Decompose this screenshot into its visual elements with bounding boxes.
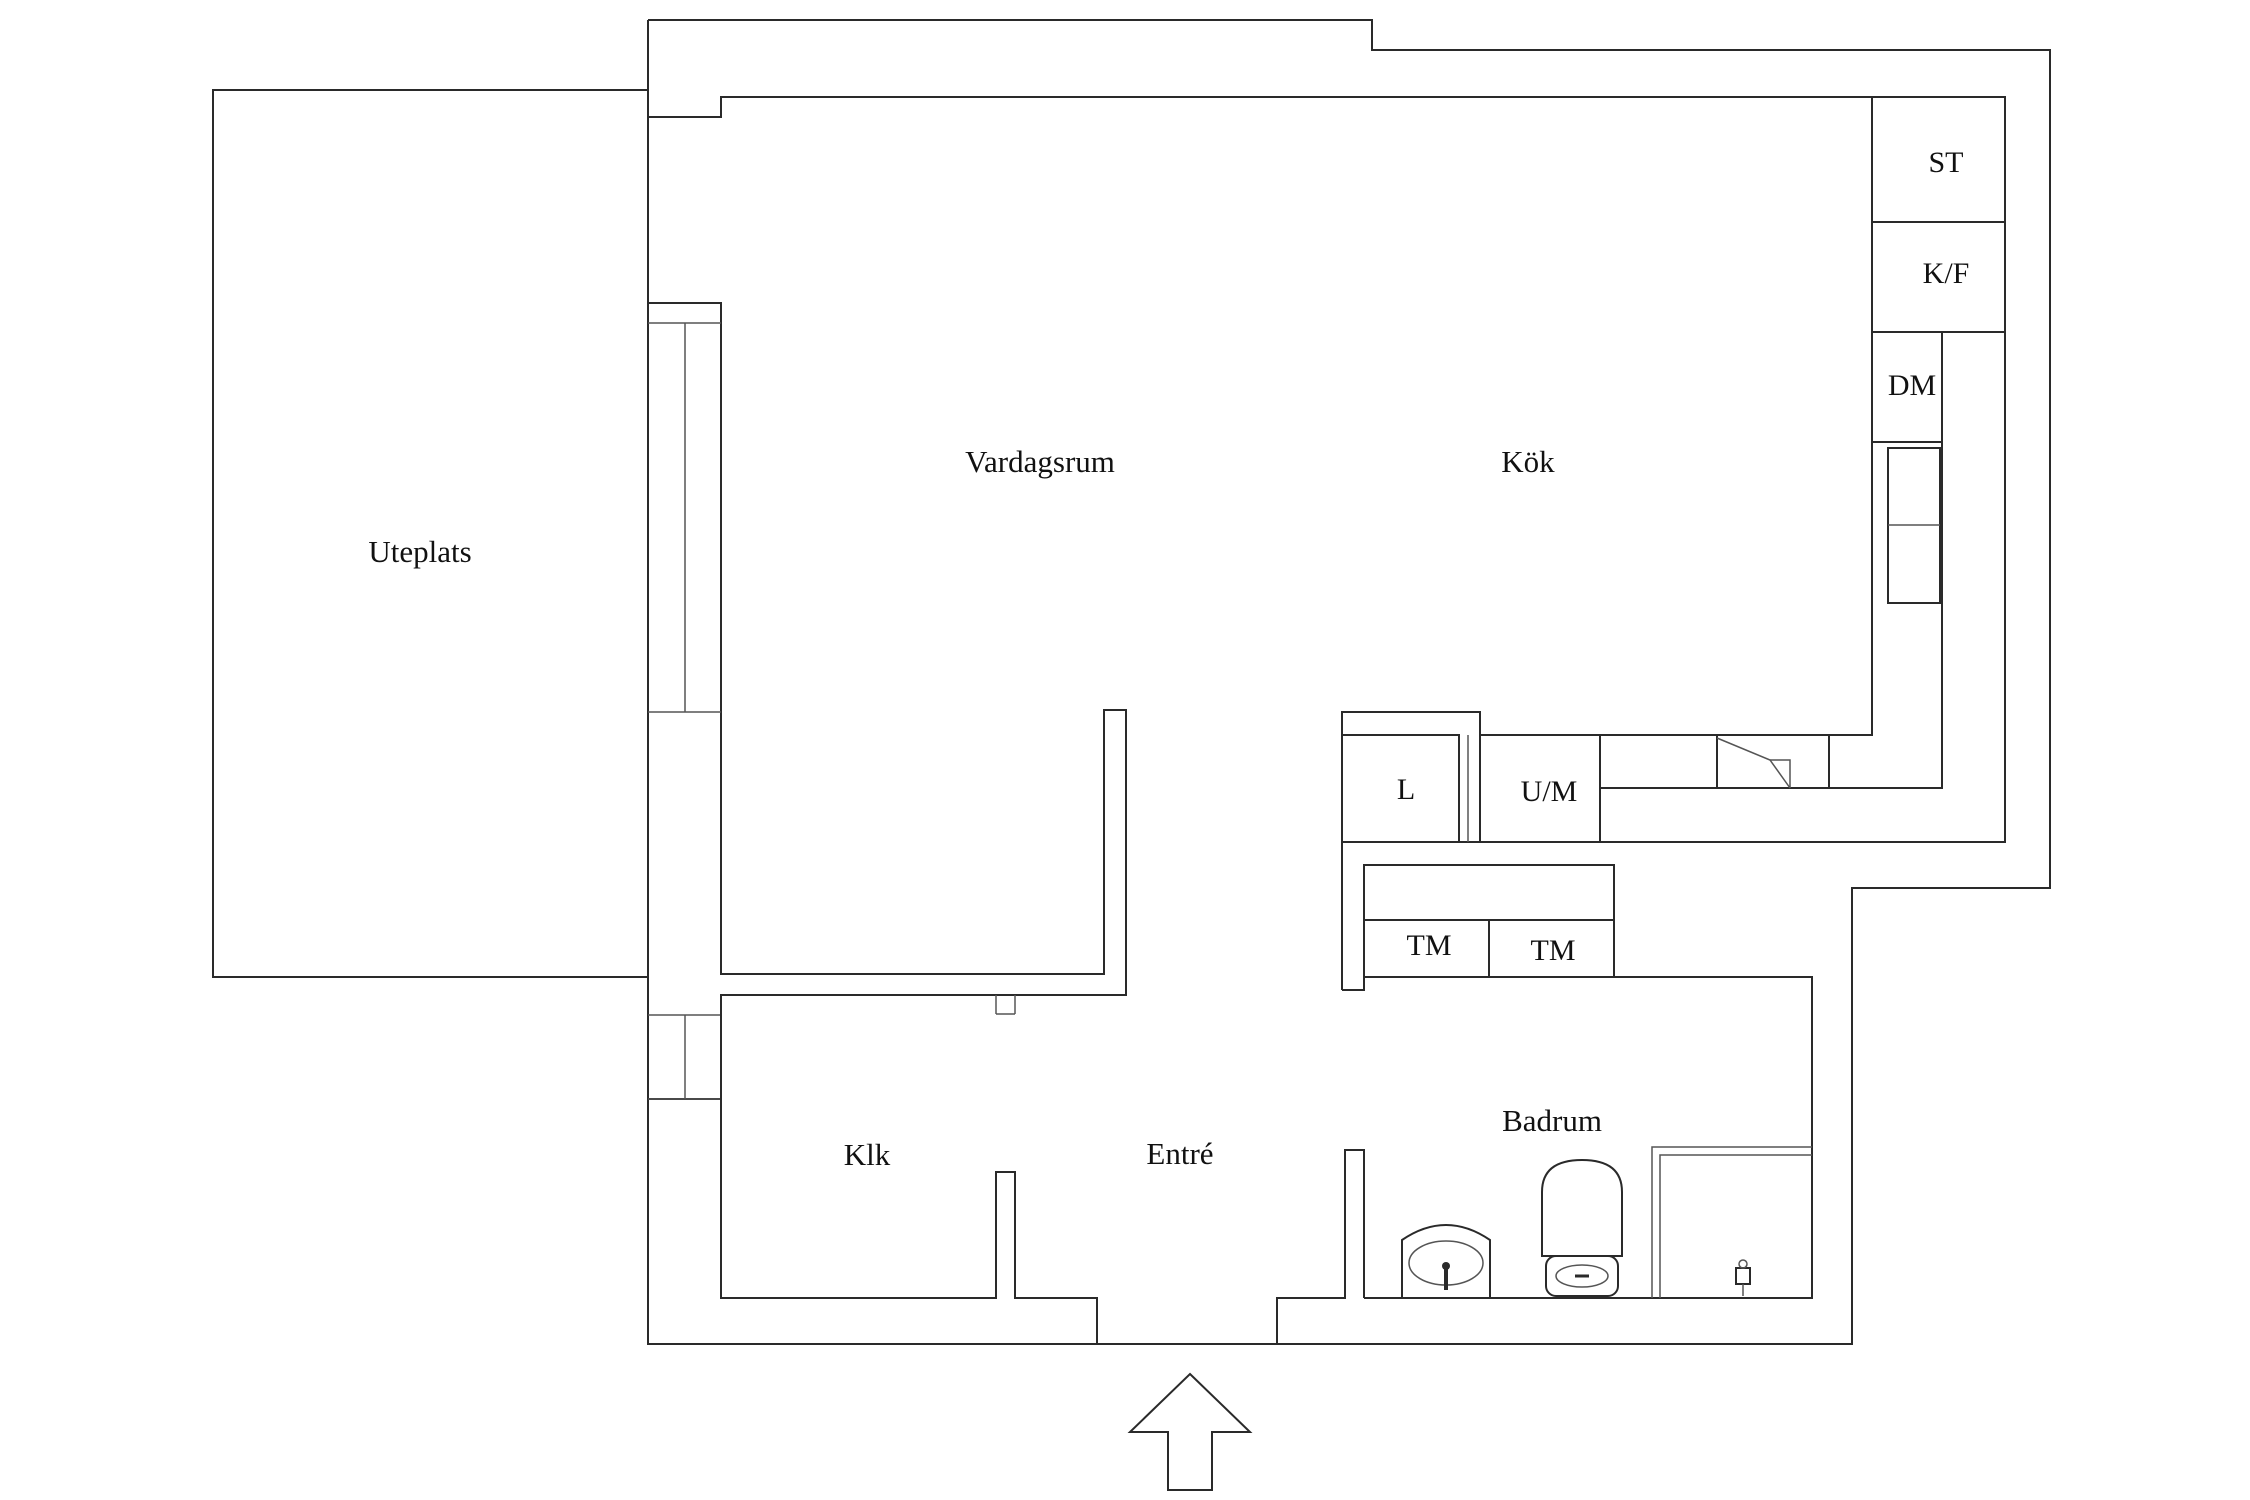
appliance-label-st: ST xyxy=(1928,146,1963,179)
appliance-label-um: U/M xyxy=(1521,775,1578,808)
room-label-entre: Entré xyxy=(1146,1136,1213,1171)
appliance-label-l: L xyxy=(1397,773,1415,806)
room-label-kok: Kök xyxy=(1501,444,1555,479)
room-label-klk: Klk xyxy=(844,1137,891,1172)
living-room-walls xyxy=(648,96,2006,1100)
room-label-uteplats: Uteplats xyxy=(368,534,471,569)
shower-drain-icon xyxy=(1735,1259,1751,1296)
laundry-stack xyxy=(1341,864,1615,991)
toilet-icon xyxy=(1541,1158,1623,1297)
room-label-badrum: Badrum xyxy=(1502,1103,1602,1138)
appliance-label-dm: DM xyxy=(1888,369,1936,402)
exterior-wall xyxy=(647,19,2051,1345)
kitchen-counter xyxy=(1600,96,2006,842)
entrance-arrow-icon xyxy=(1127,1372,1253,1491)
sink-icon xyxy=(1401,1224,1491,1299)
terrace-area xyxy=(212,89,648,978)
appliance-label-kf: K/F xyxy=(1923,257,1970,290)
room-label-vardagsrum: Vardagsrum xyxy=(965,444,1115,479)
appliance-label-tm-2: TM xyxy=(1531,934,1576,967)
hall-walls xyxy=(720,995,1365,1344)
bathroom-walls xyxy=(1364,976,1813,1299)
utility-cabinets xyxy=(1341,711,1601,990)
appliance-label-tm-1: TM xyxy=(1407,929,1452,962)
